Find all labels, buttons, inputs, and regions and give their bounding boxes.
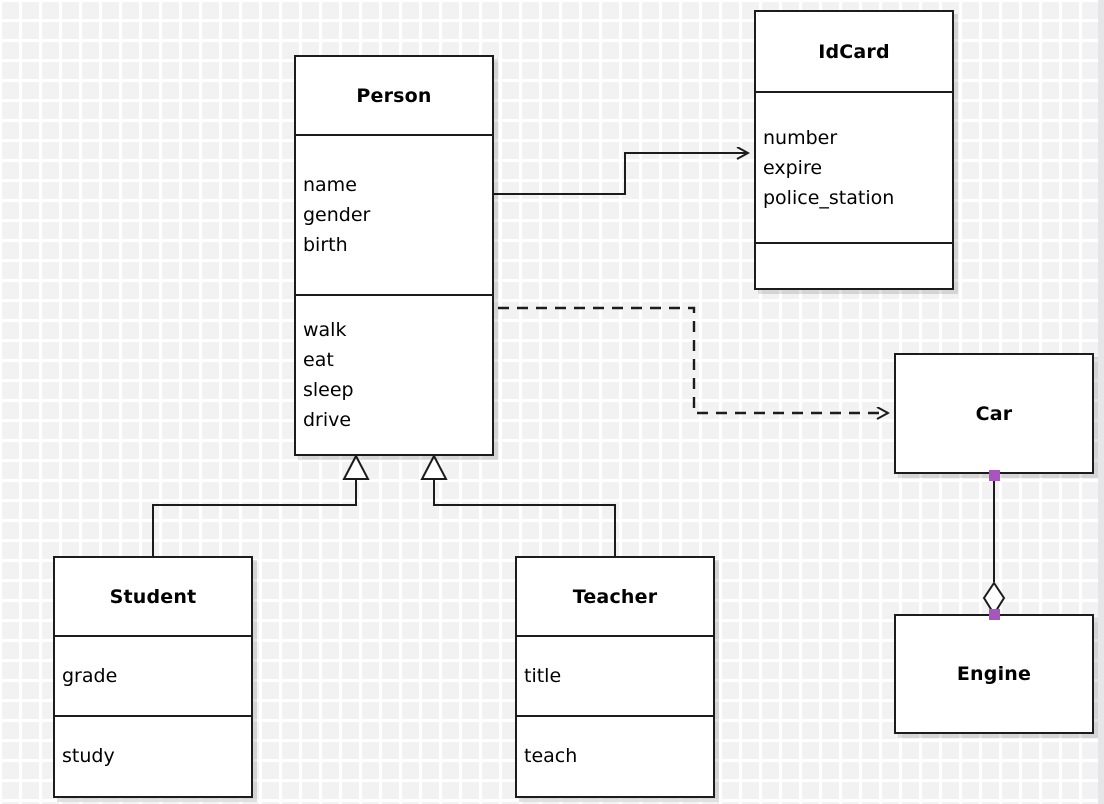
method-row: walk: [303, 319, 347, 341]
attribute-row: number: [763, 126, 838, 149]
class-idcard-attributes: number expire police_station: [756, 91, 952, 242]
attribute-row: birth: [303, 234, 348, 256]
class-student-title: Student: [109, 585, 197, 608]
method-row: teach: [524, 745, 578, 767]
class-car-title: Car: [975, 402, 1013, 425]
method-row: drive: [303, 409, 352, 431]
class-teacher[interactable]: Teacher title teach: [515, 556, 715, 798]
edge-person-idcard[interactable]: [494, 153, 748, 195]
generalization-triangle: [342, 453, 370, 480]
edge-handle-engine-end[interactable]: [989, 609, 1000, 620]
class-idcard-methods: [756, 242, 952, 288]
class-teacher-methods: teach: [517, 715, 713, 795]
canvas-right-edge: [1098, 0, 1104, 804]
attribute-row: expire: [763, 156, 823, 179]
class-person-attributes: name gender birth: [296, 134, 492, 294]
attribute-row: gender: [303, 204, 371, 226]
edge-car-engine[interactable]: [982, 476, 1006, 616]
class-student-methods: study: [55, 715, 251, 795]
method-row: sleep: [303, 379, 354, 401]
class-engine-title: Engine: [956, 663, 1032, 685]
method-row: eat: [303, 349, 334, 371]
attribute-row: title: [524, 665, 562, 687]
class-car[interactable]: Car: [894, 353, 1094, 474]
class-person-methods: walk eat sleep drive: [296, 294, 492, 454]
class-person[interactable]: Person name gender birth walk eat sleep …: [294, 55, 494, 456]
attribute-row: police_station: [763, 186, 895, 209]
attribute-row: grade: [62, 665, 118, 687]
edge-teacher-person[interactable]: [420, 453, 616, 556]
class-idcard[interactable]: IdCard number expire police_station: [754, 10, 954, 290]
class-teacher-title: Teacher: [572, 585, 658, 608]
class-person-title: Person: [356, 84, 432, 107]
method-row: study: [62, 745, 115, 767]
edge-student-person[interactable]: [152, 453, 370, 556]
edge-person-car[interactable]: [498, 306, 888, 413]
class-teacher-attributes: title: [517, 635, 713, 715]
class-student[interactable]: Student grade study: [53, 556, 253, 798]
edge-handle-car-end[interactable]: [989, 470, 1000, 481]
class-idcard-title: IdCard: [818, 40, 890, 63]
class-student-attributes: grade: [55, 635, 251, 715]
attribute-row: name: [303, 174, 357, 196]
class-engine[interactable]: Engine: [894, 614, 1094, 734]
generalization-triangle: [420, 453, 448, 480]
